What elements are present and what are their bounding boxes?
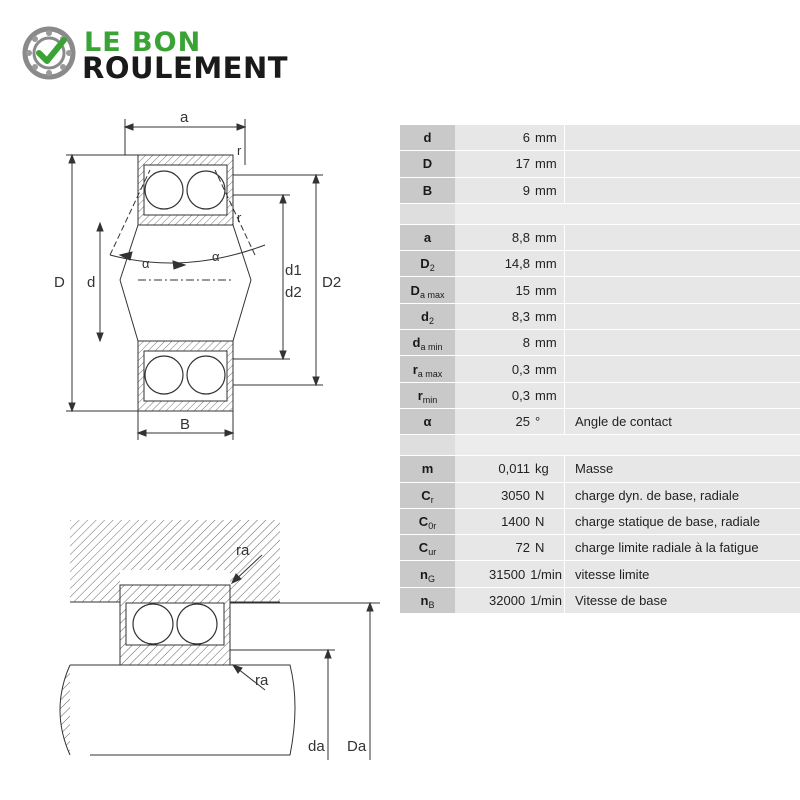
spec-value: 25° <box>455 408 565 436</box>
spec-description: charge dyn. de base, radiale <box>564 482 800 509</box>
spec-symbol: Cur <box>400 534 455 562</box>
label-alpha-left: α <box>142 256 150 271</box>
spec-description: charge limite radiale à la fatigue <box>564 534 800 562</box>
spec-symbol: Cr <box>400 482 455 509</box>
spec-symbol: rmin <box>400 382 455 409</box>
spec-symbol: d <box>400 125 455 152</box>
spec-description <box>564 303 800 331</box>
spec-symbol: α <box>400 408 455 436</box>
spec-symbol: nG <box>400 560 455 588</box>
spec-symbol: d2 <box>400 303 455 331</box>
table-spacer <box>400 434 800 457</box>
label-alpha-right: α <box>212 249 220 264</box>
label-d2: d2 <box>285 284 302 301</box>
spec-symbol: nB <box>400 587 455 615</box>
label-d: d <box>87 274 95 291</box>
bearing-section-drawing: a r r D d α α d1 d2 D2 B <box>54 109 341 440</box>
spec-description <box>564 150 800 178</box>
label-Da: Da <box>347 738 367 755</box>
brand-logo[interactable]: LE BON ROULEMENT <box>22 26 322 85</box>
label-ra-bottom: ra <box>255 672 269 689</box>
spec-symbol: da min <box>400 329 455 357</box>
spec-symbol: C0r <box>400 508 455 536</box>
brand-line1: LE BON <box>84 27 202 58</box>
spec-description: Angle de contact <box>564 408 800 436</box>
spec-symbol: B <box>400 177 455 204</box>
spec-description: charge statique de base, radiale <box>564 508 800 536</box>
spec-symbol: a <box>400 224 455 252</box>
spec-description <box>564 382 800 409</box>
spec-description <box>564 329 800 357</box>
spec-description <box>564 177 800 204</box>
label-D: D <box>54 274 65 291</box>
brand-line2: ROULEMENT <box>82 51 289 85</box>
label-r-mid: r <box>237 210 242 225</box>
spec-description <box>564 276 800 304</box>
spec-symbol: D2 <box>400 250 455 278</box>
spec-symbol: m <box>400 455 455 483</box>
bearing-check-icon <box>22 26 76 80</box>
label-a: a <box>180 109 189 126</box>
mounting-drawing: ra ra da Da <box>59 520 380 760</box>
spec-symbol: ra max <box>400 355 455 383</box>
spec-symbol: D <box>400 150 455 178</box>
label-da: da <box>308 738 325 755</box>
spec-description: Masse <box>564 455 800 483</box>
spec-description <box>564 355 800 383</box>
label-D2: D2 <box>322 274 341 291</box>
label-r-top: r <box>237 143 242 158</box>
spec-symbol: Da max <box>400 276 455 304</box>
spec-description <box>564 224 800 252</box>
spec-description: vitesse limite <box>564 560 800 588</box>
spec-description <box>564 125 800 152</box>
table-spacer <box>400 203 800 225</box>
label-d1: d1 <box>285 262 302 279</box>
spec-description: Vitesse de base <box>564 587 800 615</box>
label-B: B <box>180 416 190 433</box>
spec-description <box>564 250 800 278</box>
label-ra-top: ra <box>236 542 250 559</box>
